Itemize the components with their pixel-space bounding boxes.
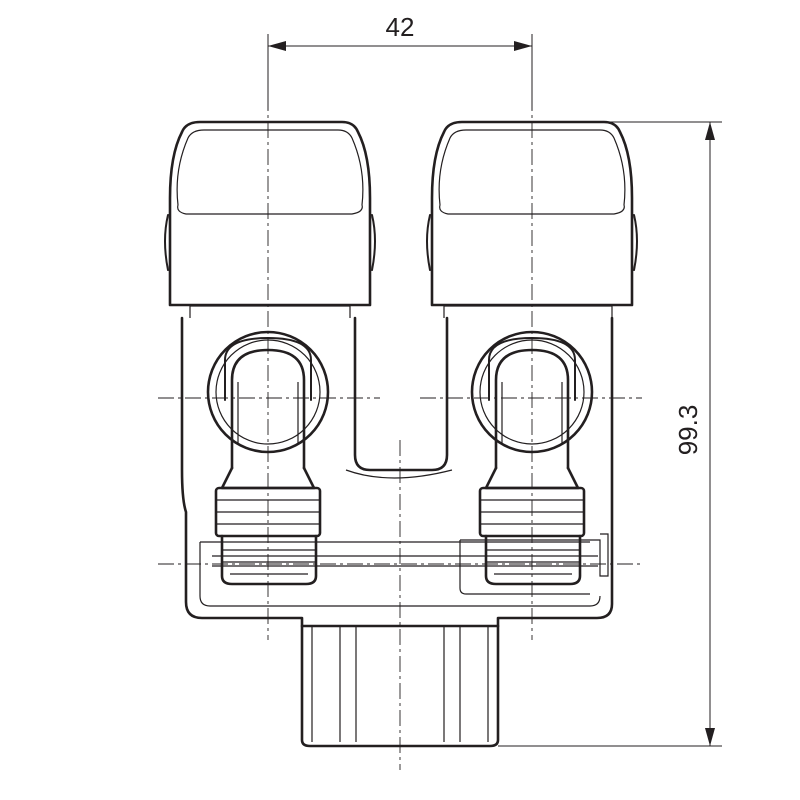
dimension-height [498, 121, 722, 747]
dimension-width-label: 42 [386, 12, 415, 42]
dimension-height-label: 99.3 [673, 405, 703, 456]
left-handle [164, 120, 376, 307]
dimension-width [267, 34, 533, 110]
manifold-body [180, 305, 614, 628]
center-lines [158, 95, 642, 770]
right-handle [426, 120, 638, 307]
